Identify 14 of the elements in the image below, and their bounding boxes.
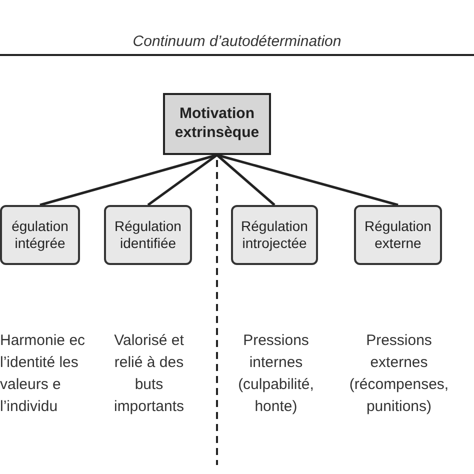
description-text: Pressions internes (culpabilité, honte)	[237, 331, 315, 417]
description-text: Valorisé et relié à des buts importants	[112, 331, 186, 417]
description-text: Harmonie ec l’identité les valeurs e l’individu	[0, 331, 86, 417]
regulation-box: égulation intégrée	[0, 205, 80, 265]
regulation-box: Régulation identifiée	[104, 205, 192, 265]
description-text: Pressions externes (récompenses, punitions)	[348, 331, 450, 417]
connector-line	[147, 154, 218, 206]
diagram-title: Continuum d’autodétermination	[132, 33, 342, 50]
regulation-box: Régulation introjectée	[231, 205, 318, 265]
connector-line	[40, 154, 218, 206]
category-box: Motivation extrinsèque	[163, 93, 271, 155]
connector-line	[216, 154, 398, 206]
connector-line	[216, 154, 276, 206]
regulation-box: Régulation externe	[354, 205, 442, 265]
